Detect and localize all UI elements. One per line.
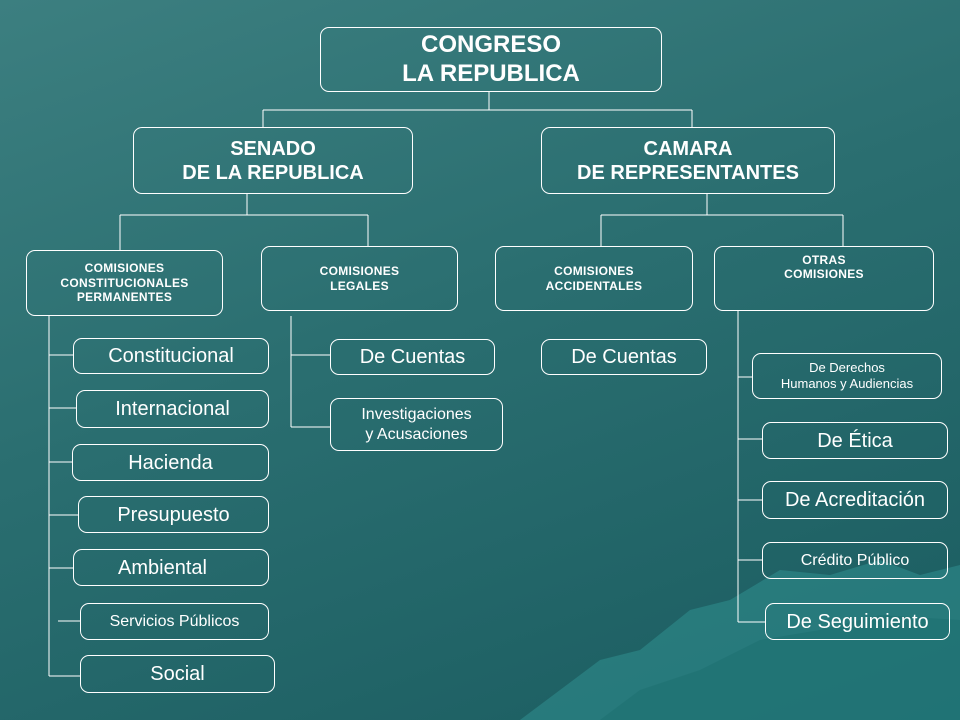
item-presupuesto: Presupuesto	[78, 496, 269, 533]
item-accidentales-de-cuentas: De Cuentas	[541, 339, 707, 375]
item-servicios-publicos: Servicios Públicos	[80, 603, 269, 640]
item-investigaciones-acusaciones: Investigaciones y Acusaciones	[330, 398, 503, 451]
box-camara: CAMARA DE REPRESENTANTES	[541, 127, 835, 194]
item-constitucional: Constitucional	[73, 338, 269, 374]
box-comisiones-permanentes: COMISIONES CONSTITUCIONALES PERMANENTES	[26, 250, 223, 316]
item-social: Social	[80, 655, 275, 693]
item-internacional: Internacional	[76, 390, 269, 428]
root-box-congreso: CONGRESO LA REPUBLICA	[320, 27, 662, 92]
box-senado: SENADO DE LA REPUBLICA	[133, 127, 413, 194]
box-comisiones-legales: COMISIONES LEGALES	[261, 246, 458, 311]
item-de-etica: De Ética	[762, 422, 948, 459]
item-derechos-humanos: De Derechos Humanos y Audiencias	[752, 353, 942, 399]
item-hacienda: Hacienda	[72, 444, 269, 481]
box-comisiones-accidentales: COMISIONES ACCIDENTALES	[495, 246, 693, 311]
box-otras-comisiones: OTRAS COMISIONES	[714, 246, 934, 311]
item-de-acreditacion: De Acreditación	[762, 481, 948, 519]
item-de-seguimiento: De Seguimiento	[765, 603, 950, 640]
item-legales-de-cuentas: De Cuentas	[330, 339, 495, 375]
item-credito-publico: Crédito Público	[762, 542, 948, 579]
item-ambiental: Ambiental	[73, 549, 269, 586]
